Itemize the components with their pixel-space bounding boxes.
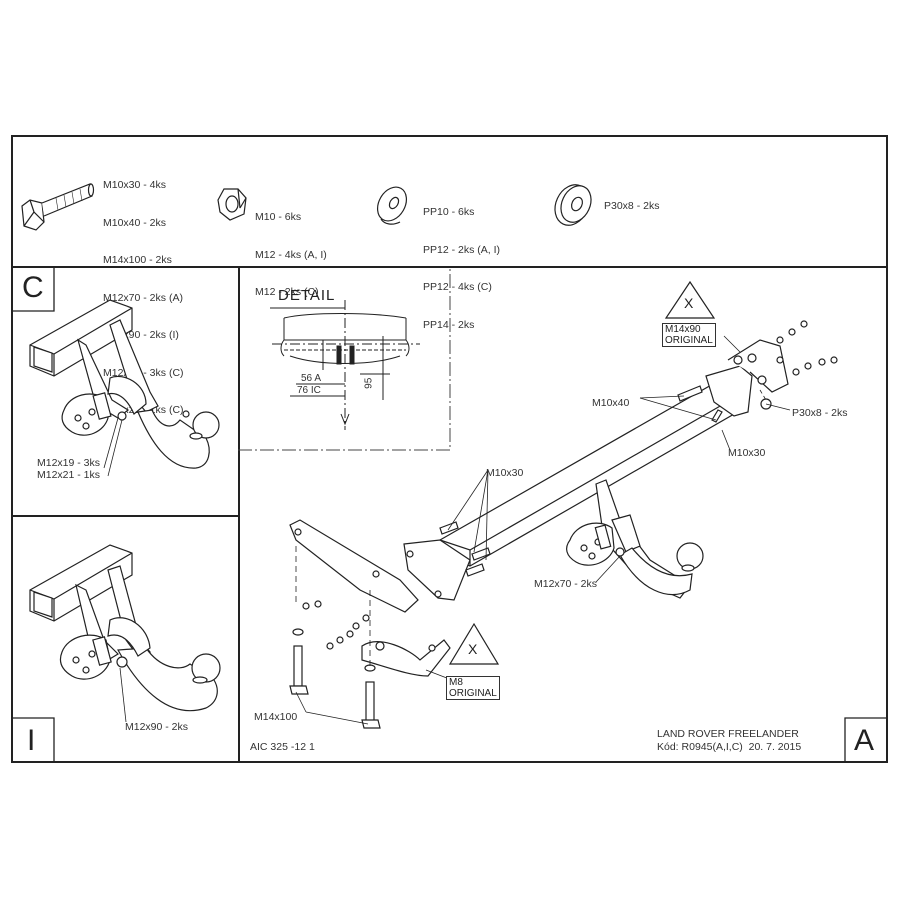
nut-item: M12 - 4ks (A, I) (255, 248, 327, 261)
bolt-item: M10x40 - 2ks (103, 216, 167, 229)
left-column-divider (238, 266, 240, 763)
detail-dim-76: 76 IC (297, 385, 321, 396)
spacer-icon (554, 184, 592, 226)
original-bolt-label-1: M14x90 ORIGINAL (662, 323, 716, 347)
original-bolt-size: M14x90 (665, 324, 701, 335)
spacer-label: P30x8 - 2ks (604, 200, 660, 212)
variant-a-letter: A (854, 724, 875, 757)
vehicle-name: LAND ROVER FREELANDER (657, 728, 799, 740)
i-bolt-label: M12x90 - 2ks (125, 721, 189, 733)
detail-title: DETAIL (278, 287, 336, 304)
bolt-item: M10x30 - 4ks (103, 179, 167, 191)
variant-i-letter: I (27, 724, 36, 757)
nut-item: M12 - 2ks (C) (255, 286, 319, 298)
washer-item: PP14 - 2ks (423, 318, 475, 331)
bolt-item: M14x100 - 2ks (103, 254, 172, 266)
original-bolt-text: ORIGINAL (449, 688, 497, 699)
variant-c-letter: C (22, 271, 44, 304)
original-bolt-text: ORIGINAL (665, 335, 713, 346)
original-bolt-label-2: M8 ORIGINAL (446, 676, 500, 700)
nut-list: M10 - 6ks M12 - 4ks (A, I) M12 - 2ks (C) (255, 186, 327, 311)
m10x40-callout: M10x40 (592, 397, 630, 409)
bolt-icon (21, 183, 95, 231)
m12x70-callout: M12x70 - 2ks (534, 578, 598, 590)
c-bolt-label-2: M12x21 - 1ks (37, 469, 101, 481)
bolt-item: M12x70 - 2ks (A) (103, 291, 183, 304)
drawing-frame (11, 135, 888, 763)
warning-x-1: X (684, 295, 694, 311)
left-column-split (11, 515, 239, 517)
warning-x-2: X (468, 641, 478, 657)
detail-dim-56: 56 A (301, 373, 322, 384)
drawing-number: AIC 325 -12 1 (250, 741, 315, 753)
m10x30-callout-right: M10x30 (728, 447, 766, 459)
nut-item: M10 - 6ks (255, 211, 302, 223)
nut-icon (217, 188, 247, 221)
c-bolt-label-1: M12x19 - 3ks (37, 457, 101, 469)
m14x100-callout: M14x100 (254, 711, 298, 723)
washer-item: PP12 - 4ks (C) (423, 281, 492, 293)
m10x30-callout-left: M10x30 (486, 467, 524, 479)
product-code: Kód: R0945(A,I,C) 20. 7. 2015 (657, 741, 802, 753)
washer-item: PP12 - 2ks (A, I) (423, 243, 501, 256)
washer-list: PP10 - 6ks PP12 - 2ks (A, I) PP12 - 4ks … (423, 181, 500, 344)
washer-item: PP10 - 6ks (423, 206, 475, 218)
original-bolt-size: M8 (449, 677, 463, 688)
parts-row-divider (11, 266, 888, 268)
washer-icon (376, 186, 408, 225)
p30x8-callout: P30x8 - 2ks (792, 407, 848, 419)
